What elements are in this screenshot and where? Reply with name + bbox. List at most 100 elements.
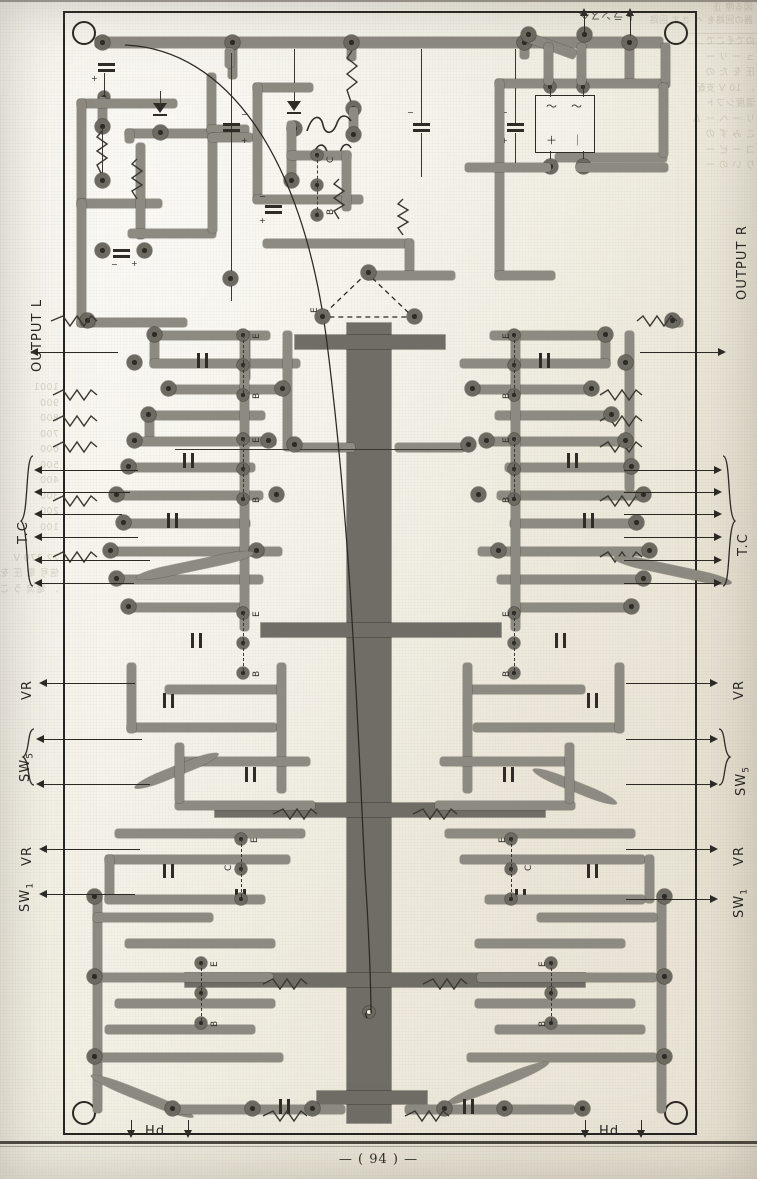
arrow-sw5-l2 xyxy=(36,780,44,788)
trace-tl-h2 xyxy=(77,199,162,208)
pad-lg4 xyxy=(141,407,156,422)
trace-tl-v3 xyxy=(125,129,134,143)
lead-tc-l5 xyxy=(40,560,150,561)
trace-r-sw1-3 xyxy=(475,939,625,948)
label-sw5-right: SW5 xyxy=(734,767,752,796)
pad-rg4 xyxy=(604,407,619,422)
pad-socket-top xyxy=(361,265,376,280)
wire-mid-cross xyxy=(175,449,465,450)
capacitor-cr2 xyxy=(565,453,581,468)
capacitor-cr9 xyxy=(461,1099,477,1114)
pad-lg11 xyxy=(121,599,136,614)
resistor-re2 xyxy=(599,388,643,402)
trace-mid-l xyxy=(295,443,355,452)
sw1-text-r: SW1 xyxy=(732,888,750,918)
pad-rb1 xyxy=(657,889,672,904)
transistor-label-b-left: B xyxy=(252,392,262,399)
polarity-plus-c2: + xyxy=(131,259,138,268)
transistor-label-e-right3: E xyxy=(502,611,512,617)
pad-rtr6 xyxy=(505,893,517,905)
label-tc-left: T.C xyxy=(16,521,31,544)
transistor-label-b-right2: B xyxy=(502,496,512,503)
page-bottom-rule xyxy=(0,1141,757,1144)
lead-tc-r2 xyxy=(624,492,716,493)
trace-rch-h9 xyxy=(478,547,653,556)
pad-lb3 xyxy=(87,1049,102,1064)
transistor-label-c: C xyxy=(326,156,336,163)
trace-tr-v8 xyxy=(659,83,668,157)
terminal-ac-2: 〜 xyxy=(571,100,582,113)
sw1-text: SW1 xyxy=(18,882,36,912)
trace-tb-h2 xyxy=(576,163,668,172)
wire-c4b xyxy=(421,133,422,177)
resistor-m1 xyxy=(272,807,318,821)
lead-sw1-l xyxy=(45,894,135,895)
sw5-text-r: SW5 xyxy=(734,766,752,796)
trace-t4 xyxy=(625,43,634,83)
lead-output-r xyxy=(640,352,720,353)
pad-rg5 xyxy=(618,433,633,448)
transistor-label-e-left: E xyxy=(252,333,262,339)
lead-hd-r2 xyxy=(641,1120,642,1136)
pad-lg10 xyxy=(109,571,124,586)
pad-tm2 xyxy=(223,271,238,286)
wire-tb2 xyxy=(583,85,584,97)
trace-l-sw5-7 xyxy=(175,743,184,803)
trace-l-b2 xyxy=(115,999,275,1008)
polarity-plus-c6: + xyxy=(259,216,266,225)
pad-rb4 xyxy=(575,1101,590,1116)
transistor-label-b-rb: B xyxy=(538,1020,548,1027)
lead-tc-r4 xyxy=(624,537,716,538)
arrow-output-r xyxy=(718,348,726,356)
bus-branch-2 xyxy=(261,623,501,637)
label-sw1-right: SW1 xyxy=(732,889,750,918)
pad-rg10 xyxy=(636,571,651,586)
wire-dash-lt2 xyxy=(243,439,244,497)
pad-lg1 xyxy=(147,327,162,342)
trace-tl-h4 xyxy=(125,129,215,138)
wire-tb4 xyxy=(583,151,584,163)
lead-sw5-l1 xyxy=(42,739,142,740)
trace-l-vr-2 xyxy=(105,855,290,864)
pad-rg14 xyxy=(471,487,486,502)
lead-vr-l2 xyxy=(45,849,140,850)
wire-dash-lt3 xyxy=(243,613,244,671)
bus-branch-1 xyxy=(295,335,445,349)
pad-d1 xyxy=(153,125,168,140)
trace-lch-spine xyxy=(240,331,249,631)
pad-lb5 xyxy=(245,1101,260,1116)
capacitor-cl2 xyxy=(181,453,197,468)
wire-d1 xyxy=(160,91,161,105)
arrow-tc-l6 xyxy=(34,579,42,587)
pad-top-1 xyxy=(95,35,110,50)
arrow-vr-l2 xyxy=(39,845,47,853)
trace-rch-h7 xyxy=(497,491,647,500)
trace-rch-h8 xyxy=(510,519,640,528)
label-tc-right: T.C xyxy=(736,533,751,556)
trace-l-sw5-1 xyxy=(127,723,277,732)
capacitor-c5 xyxy=(507,121,524,134)
wire-dash-rb2 xyxy=(511,839,512,897)
trace-r-edge-v xyxy=(657,893,666,1113)
trace-l-sw1-2 xyxy=(93,913,213,922)
label-output-r: OUTPUT R xyxy=(735,225,750,300)
pad-lg5 xyxy=(127,433,142,448)
pad-conn-2 xyxy=(577,27,592,42)
arrow-hd-r2 xyxy=(637,1130,645,1138)
arrow-tc-r4 xyxy=(714,533,722,541)
lead-hd-l2 xyxy=(188,1120,189,1136)
resistor-r3 xyxy=(345,50,359,106)
terminal-plus: ＋ xyxy=(546,134,557,147)
wire-c1 xyxy=(104,73,105,95)
trace-l-b3 xyxy=(105,1025,255,1034)
trace-lch-h11 xyxy=(125,603,245,612)
lead-vr-r2 xyxy=(626,849,712,850)
arrow-tc-r5 xyxy=(714,556,722,564)
trace-l-sw5-3 xyxy=(165,685,285,694)
pad-rb6 xyxy=(437,1101,452,1116)
trace-r-b4 xyxy=(467,1053,657,1062)
arrow-hd-l1 xyxy=(127,1130,135,1138)
trace-lch-h8 xyxy=(120,519,250,528)
trace-tm1 xyxy=(225,48,234,68)
label-vr-right-2: VR xyxy=(732,845,747,866)
